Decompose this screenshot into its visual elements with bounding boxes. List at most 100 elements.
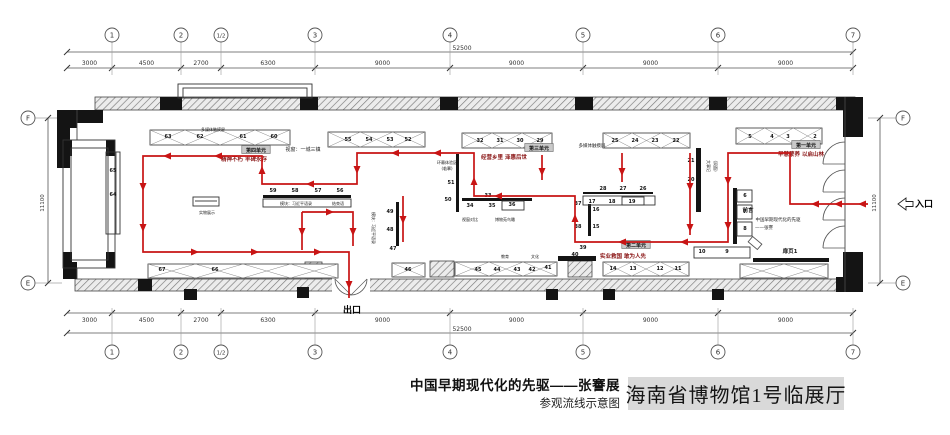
exhibit-number: 30 <box>517 138 524 144</box>
dim-label: 2700 <box>193 317 208 324</box>
entrance-label: 入口 <box>914 199 933 210</box>
wall-solid <box>603 289 615 300</box>
partition-outline <box>105 151 121 235</box>
grid-bubble-top <box>575 27 591 43</box>
wall-solid <box>558 256 596 261</box>
plan-label: 结束语 <box>332 200 344 206</box>
exhibit-number: 20 <box>688 177 695 183</box>
title-block: 中国早期现代化的先驱——张謇展 参观流线示意图 <box>350 374 620 411</box>
wall-solid <box>709 97 727 110</box>
dim-tick <box>876 279 884 287</box>
flow-arrow <box>163 152 171 160</box>
exhibit-number: 15 <box>593 224 600 230</box>
grid-bubble-label: 7 <box>851 32 855 40</box>
case-brace <box>783 263 829 279</box>
grid-bubble-label: E <box>26 280 30 288</box>
exhibit-number: 50 <box>445 197 452 203</box>
exhibit-number: 54 <box>366 137 373 143</box>
grid-bubble-label: 2 <box>179 32 183 40</box>
unit-tag: 第一单元 <box>796 142 816 149</box>
exhibit-number: 41 <box>545 265 552 271</box>
exhibit-number: 25 <box>612 138 619 144</box>
grid-bubble-top <box>173 27 189 43</box>
dim-label: 4500 <box>139 317 154 324</box>
grid-bubble-top <box>710 27 726 43</box>
exhibit-number: 6 <box>743 193 747 199</box>
wall-solid <box>300 97 318 110</box>
exhibit-number: 58 <box>292 188 299 194</box>
grid-bubble-top <box>845 27 861 43</box>
exhibit-number: 11 <box>675 266 682 272</box>
grid-bubble-label: 3 <box>313 32 317 40</box>
grid-bubble-top <box>307 27 323 43</box>
case-brace <box>147 263 196 279</box>
grid-bubble-label: E <box>901 280 905 288</box>
grid-bubble-label: F <box>26 115 30 123</box>
flow-arrow <box>139 183 147 191</box>
wall-solid <box>546 289 558 300</box>
statue-symbol <box>747 235 763 251</box>
grid-bubble-top <box>213 27 229 43</box>
flow-arrow <box>811 200 819 208</box>
grid-bubble-bottom <box>307 344 323 360</box>
exhibit-number: 10 <box>699 249 706 255</box>
dim-tick <box>63 48 71 56</box>
exhibit-number: 16 <box>593 207 600 213</box>
grid-bubble-top <box>442 27 458 43</box>
dim-tick <box>63 309 71 317</box>
exhibit-number: 67 <box>159 267 166 273</box>
unit-subtitle: 经营乡里 泽惠后世 <box>481 153 527 161</box>
grid-bubble-label: 3 <box>313 349 317 357</box>
grid-bubble-bottom <box>442 344 458 360</box>
case-brace <box>327 131 361 148</box>
unit-tag-box <box>524 143 554 152</box>
exhibit-number: 38 <box>575 224 582 230</box>
exhibit-number: 53 <box>387 137 394 143</box>
hall-name: 海南省博物馆1号临展厅 <box>625 385 847 407</box>
flow-arrow <box>470 177 478 185</box>
exhibit-number: 32 <box>477 138 484 144</box>
case-brace <box>522 261 558 277</box>
wall-solid <box>836 277 856 292</box>
exhibit-number: 37 <box>575 201 582 207</box>
exhibit-number: 36 <box>509 202 516 208</box>
exit-label: 出口 <box>343 304 361 316</box>
case-brace <box>764 127 794 145</box>
dim-total: 52500 <box>452 45 471 52</box>
door-opening <box>332 277 370 293</box>
partition-outline <box>501 200 525 211</box>
plan-label: 模块：习近平语录 <box>371 212 377 244</box>
exhibit-number: 48 <box>387 227 394 233</box>
wall-solid <box>462 198 532 201</box>
dim-label: 3000 <box>82 60 97 67</box>
exhibit-number: 31 <box>497 138 504 144</box>
display-case <box>147 263 339 279</box>
wall-solid <box>263 195 351 198</box>
partition-outline <box>70 147 109 261</box>
grid-bubble-label: 1 <box>110 32 114 40</box>
dim-label: 2700 <box>193 60 208 67</box>
dim-label-vertical: 11100 <box>40 194 46 212</box>
plan-label: (双面) <box>713 160 718 172</box>
exhibit-number: 49 <box>387 209 394 215</box>
flow-arrow <box>139 224 147 232</box>
plan-label: 多媒体触摸屏 <box>579 142 606 149</box>
exhibit-number: 57 <box>315 188 322 194</box>
exit-door-arc <box>350 278 368 296</box>
dim-label: 9000 <box>778 60 793 67</box>
unit-tag-box <box>791 140 821 149</box>
wall-solid <box>63 140 72 156</box>
flow-arrow <box>191 248 199 256</box>
grid-bubble-bottom <box>173 344 189 360</box>
grid-bubble-label: 4 <box>448 32 453 40</box>
exhibit-number: 60 <box>271 134 278 140</box>
exhibit-number: 64 <box>110 192 117 198</box>
grid-bubble-bottom <box>710 344 726 360</box>
exhibit-number: 26 <box>640 186 647 192</box>
wall-solid <box>575 97 593 110</box>
flow-arrow <box>298 228 306 236</box>
display-case <box>739 263 829 279</box>
unit-subtitle: 实业救国 敢为人先 <box>600 252 646 260</box>
exhibit-number: 14 <box>610 266 617 272</box>
case-brace <box>631 132 662 149</box>
